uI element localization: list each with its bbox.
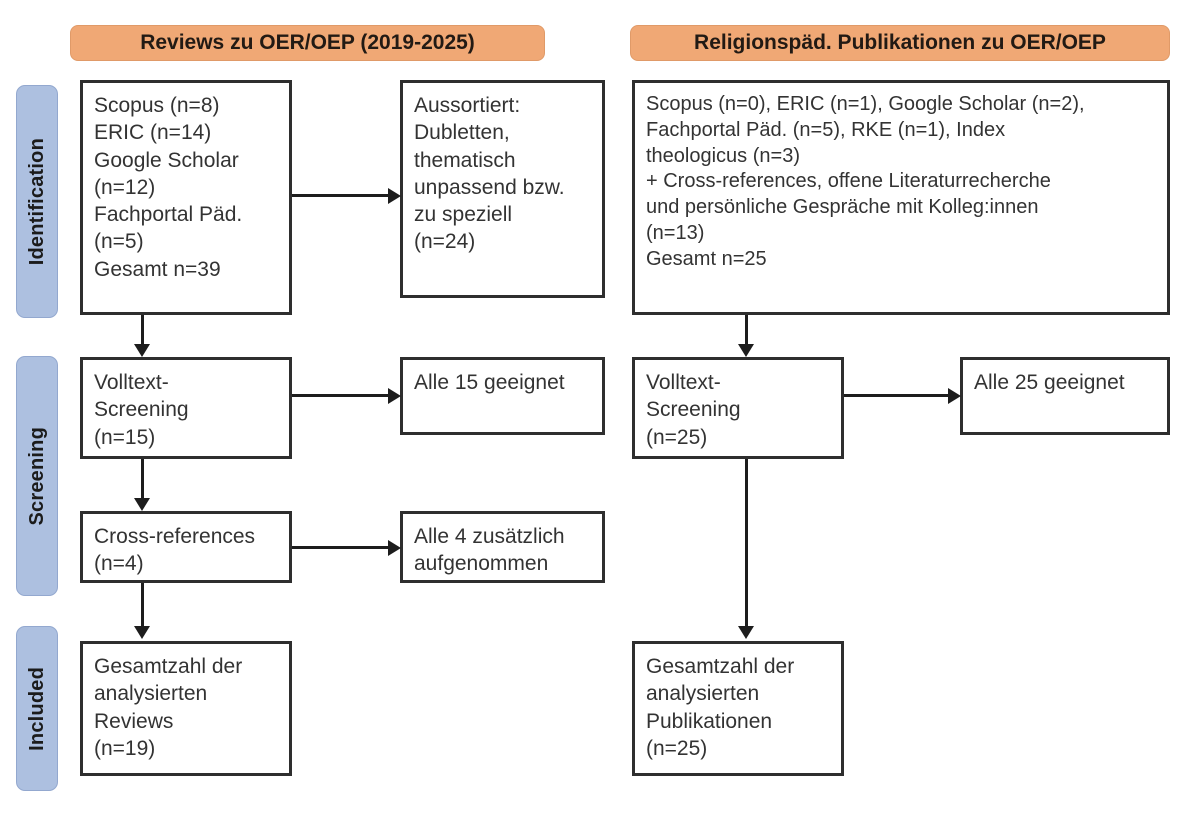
connector-right-screening-to-result: [844, 394, 948, 397]
box-left-cross-references: Cross-references (n=4): [80, 511, 292, 583]
phase-bar-screening: Screening: [16, 356, 58, 596]
box-right-screening-result: Alle 25 geeignet: [960, 357, 1170, 435]
box-left-cross-references-result: Alle 4 zusätzlich aufgenommen: [400, 511, 605, 583]
arrowhead-left-sources-to-excluded: [388, 188, 401, 204]
arrowhead-left-screening-to-crossrefs: [134, 498, 150, 511]
box-left-fulltext-screening: Volltext- Screening (n=15): [80, 357, 292, 459]
box-left-excluded: Aussortiert: Dubletten, thematisch unpas…: [400, 80, 605, 298]
arrowhead-right-screening-to-result: [948, 388, 961, 404]
phase-label-included: Included: [25, 666, 48, 751]
box-left-identification-sources: Scopus (n=8) ERIC (n=14) Google Scholar …: [80, 80, 292, 315]
arrowhead-left-crossrefs-to-result: [388, 540, 401, 556]
phase-bar-identification: Identification: [16, 85, 58, 318]
phase-label-screening: Screening: [25, 426, 48, 526]
column-header-right: Religionspäd. Publikationen zu OER/OEP: [630, 25, 1170, 61]
connector-left-sources-to-screening: [141, 315, 144, 353]
connector-left-sources-to-excluded: [292, 194, 388, 197]
connector-left-crossrefs-to-result: [292, 546, 388, 549]
arrowhead-left-crossrefs-to-included: [134, 626, 150, 639]
phase-label-identification: Identification: [25, 137, 48, 266]
connector-left-screening-to-result: [292, 394, 388, 397]
arrowhead-right-sources-to-screening: [738, 344, 754, 357]
box-right-included: Gesamtzahl der analysierten Publikatione…: [632, 641, 844, 776]
connector-left-crossrefs-to-included: [141, 583, 144, 635]
arrowhead-left-sources-to-screening: [134, 344, 150, 357]
box-right-fulltext-screening: Volltext- Screening (n=25): [632, 357, 844, 459]
connector-left-screening-to-crossrefs: [141, 459, 144, 507]
phase-bar-included: Included: [16, 626, 58, 791]
column-header-left: Reviews zu OER/OEP (2019-2025): [70, 25, 545, 61]
box-left-included: Gesamtzahl der analysierten Reviews (n=1…: [80, 641, 292, 776]
box-right-identification-sources: Scopus (n=0), ERIC (n=1), Google Scholar…: [632, 80, 1170, 315]
arrowhead-left-screening-to-result: [388, 388, 401, 404]
connector-right-screening-to-included: [745, 459, 748, 635]
arrowhead-right-screening-to-included: [738, 626, 754, 639]
box-left-screening-result: Alle 15 geeignet: [400, 357, 605, 435]
connector-right-sources-to-screening: [745, 315, 748, 353]
